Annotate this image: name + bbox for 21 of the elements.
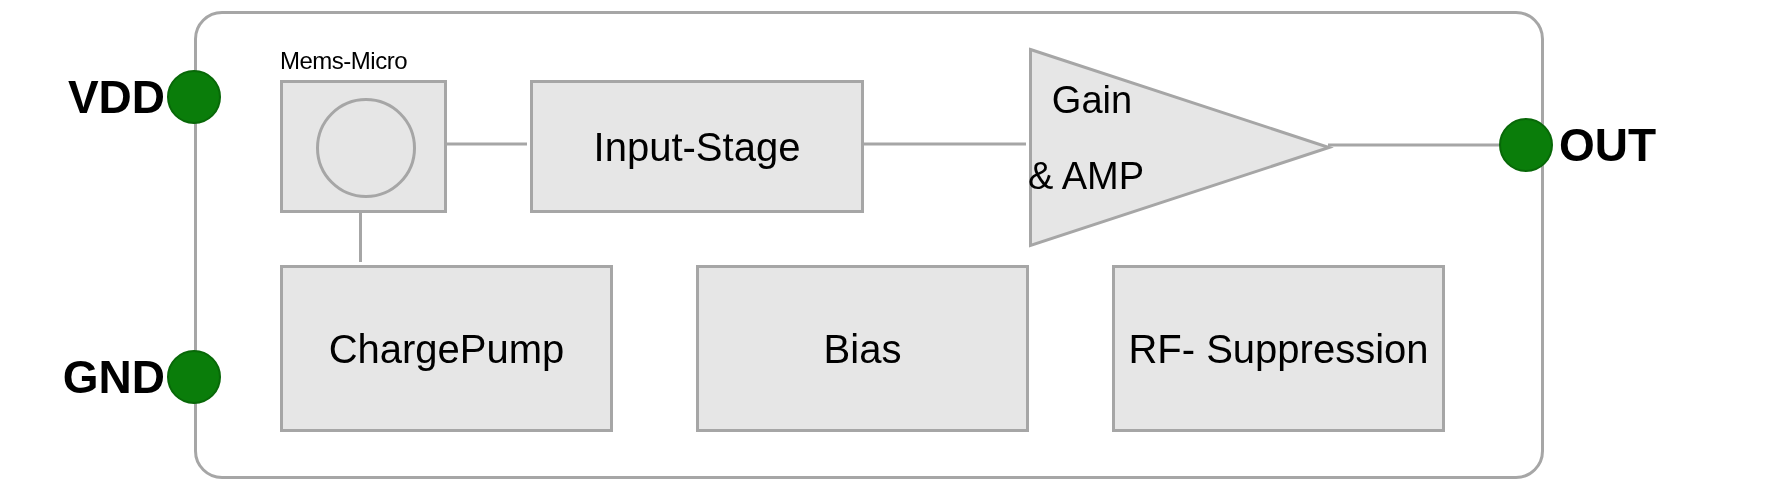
connector-line [359, 210, 362, 262]
pin-dot [167, 70, 221, 124]
connector-line [861, 142, 1026, 146]
part-label: Mems-Micro [280, 46, 407, 76]
connector-line [444, 142, 527, 146]
block-label: Gain & AMP [1026, 78, 1146, 199]
pin-label: GND [62, 350, 165, 404]
amplifier-triangle [1029, 48, 1331, 247]
connector-line [1328, 143, 1499, 147]
block-label: RF- Suppression [1127, 325, 1430, 373]
chip-outline [194, 11, 1544, 479]
pin-dot [167, 350, 221, 404]
process-box [696, 265, 1029, 432]
process-box [1112, 265, 1445, 432]
pin-label: OUT [1559, 118, 1657, 172]
process-box [280, 265, 613, 432]
block-label: Bias [822, 325, 903, 373]
process-box [530, 80, 864, 213]
pin-label: VDD [67, 70, 165, 124]
block-label: Input-Stage [592, 123, 802, 171]
block-label: ChargePump [327, 325, 566, 373]
